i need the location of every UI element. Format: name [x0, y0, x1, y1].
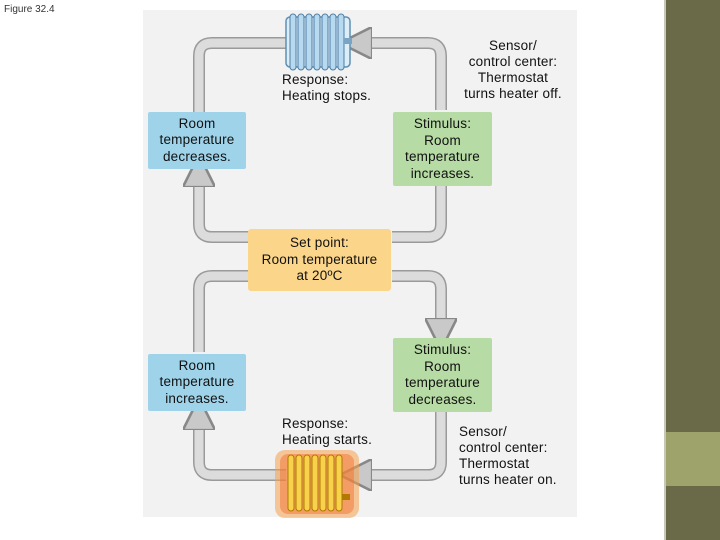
stimulus-temp-increases-box: Stimulus: Room temperature increases.	[393, 112, 492, 186]
response-heating-starts: Response: Heating starts.	[282, 416, 402, 448]
arrow-bottom-left-up	[193, 270, 250, 352]
sensor-line: turns heater off.	[464, 86, 562, 101]
box-line: increases.	[410, 165, 475, 181]
box-line: Room	[178, 115, 216, 131]
sensor-line: control center:	[459, 440, 548, 455]
room-temp-increases-box: Room temperature increases.	[148, 354, 246, 411]
set-point-line: Set point:	[289, 235, 350, 251]
response-heating-stops: Response: Heating stops.	[282, 72, 402, 104]
room-temp-decreases-box: Room temperature decreases.	[148, 112, 246, 169]
stimulus-temp-decreases-box: Stimulus: Room temperature decreases.	[393, 338, 492, 412]
box-line: Stimulus:	[413, 342, 472, 357]
response-line: Response:	[282, 72, 349, 87]
figure-caption: Figure 32.4	[4, 4, 55, 15]
response-line: Heating starts.	[282, 432, 373, 447]
sensor-line: control center:	[468, 54, 558, 69]
response-line: Heating stops.	[282, 88, 372, 103]
arrow-top-left	[193, 171, 250, 243]
box-line: increases.	[165, 390, 229, 406]
arrow-top-left-up	[193, 37, 286, 114]
box-line: Room	[424, 132, 461, 148]
sensor-line: Thermostat	[477, 70, 549, 85]
set-point-box: Set point: Room temperature at 20ºC	[248, 229, 391, 291]
set-point-line: Room temperature	[261, 251, 378, 267]
box-line: temperature	[405, 149, 480, 164]
radiator-on-icon	[275, 450, 359, 518]
arrow-top-right-down	[392, 186, 447, 243]
box-line: temperature	[159, 132, 235, 148]
sensor-line: Thermostat	[459, 456, 530, 471]
sensor-turns-heater-off: Sensor/ control center: Thermostat turns…	[452, 38, 574, 102]
set-point-line: at 20ºC	[296, 268, 343, 284]
arrow-bottom-left	[193, 414, 286, 481]
sensor-turns-heater-on: Sensor/ control center: Thermostat turns…	[459, 424, 583, 488]
box-line: Room	[178, 357, 216, 373]
sensor-line: Sensor/	[489, 38, 537, 53]
box-line: Room	[424, 358, 461, 374]
box-line: decreases.	[408, 391, 477, 407]
box-line: temperature	[405, 375, 480, 390]
box-line: Stimulus:	[413, 116, 472, 131]
slide-side-accent	[666, 432, 720, 486]
sensor-line: turns heater on.	[459, 472, 557, 487]
box-line: decreases.	[162, 148, 232, 164]
box-line: temperature	[159, 374, 235, 390]
slide-divider	[664, 0, 666, 540]
response-line: Response:	[282, 416, 349, 431]
arrow-bottom-right	[392, 270, 447, 334]
sensor-line: Sensor/	[459, 424, 507, 439]
radiator-off-icon	[285, 13, 352, 71]
